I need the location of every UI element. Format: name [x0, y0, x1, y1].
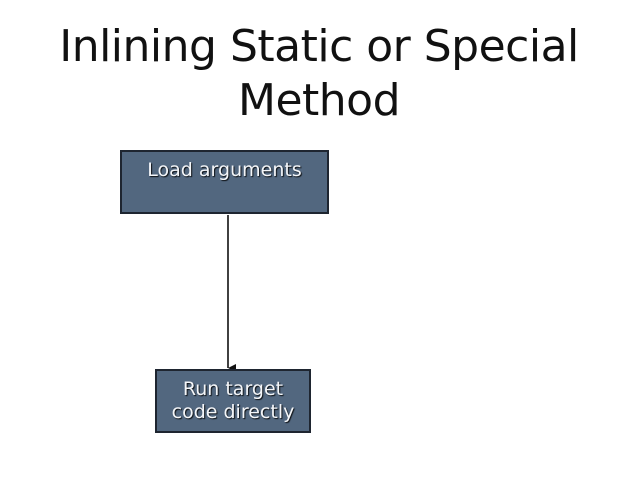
run-target-label-line-1: Run target [182, 378, 284, 400]
load-arguments-label: Load arguments [147, 159, 302, 181]
load-arguments-box: Load arguments [120, 150, 329, 214]
slide-title: Inlining Static or Special Method [0, 20, 638, 128]
run-target-label-line-2: code directly [171, 401, 295, 423]
slide-title-line-1: Inlining Static or Special [59, 21, 579, 72]
slide-title-line-2: Method [237, 75, 401, 126]
run-target-box: Run target code directly [155, 369, 311, 433]
